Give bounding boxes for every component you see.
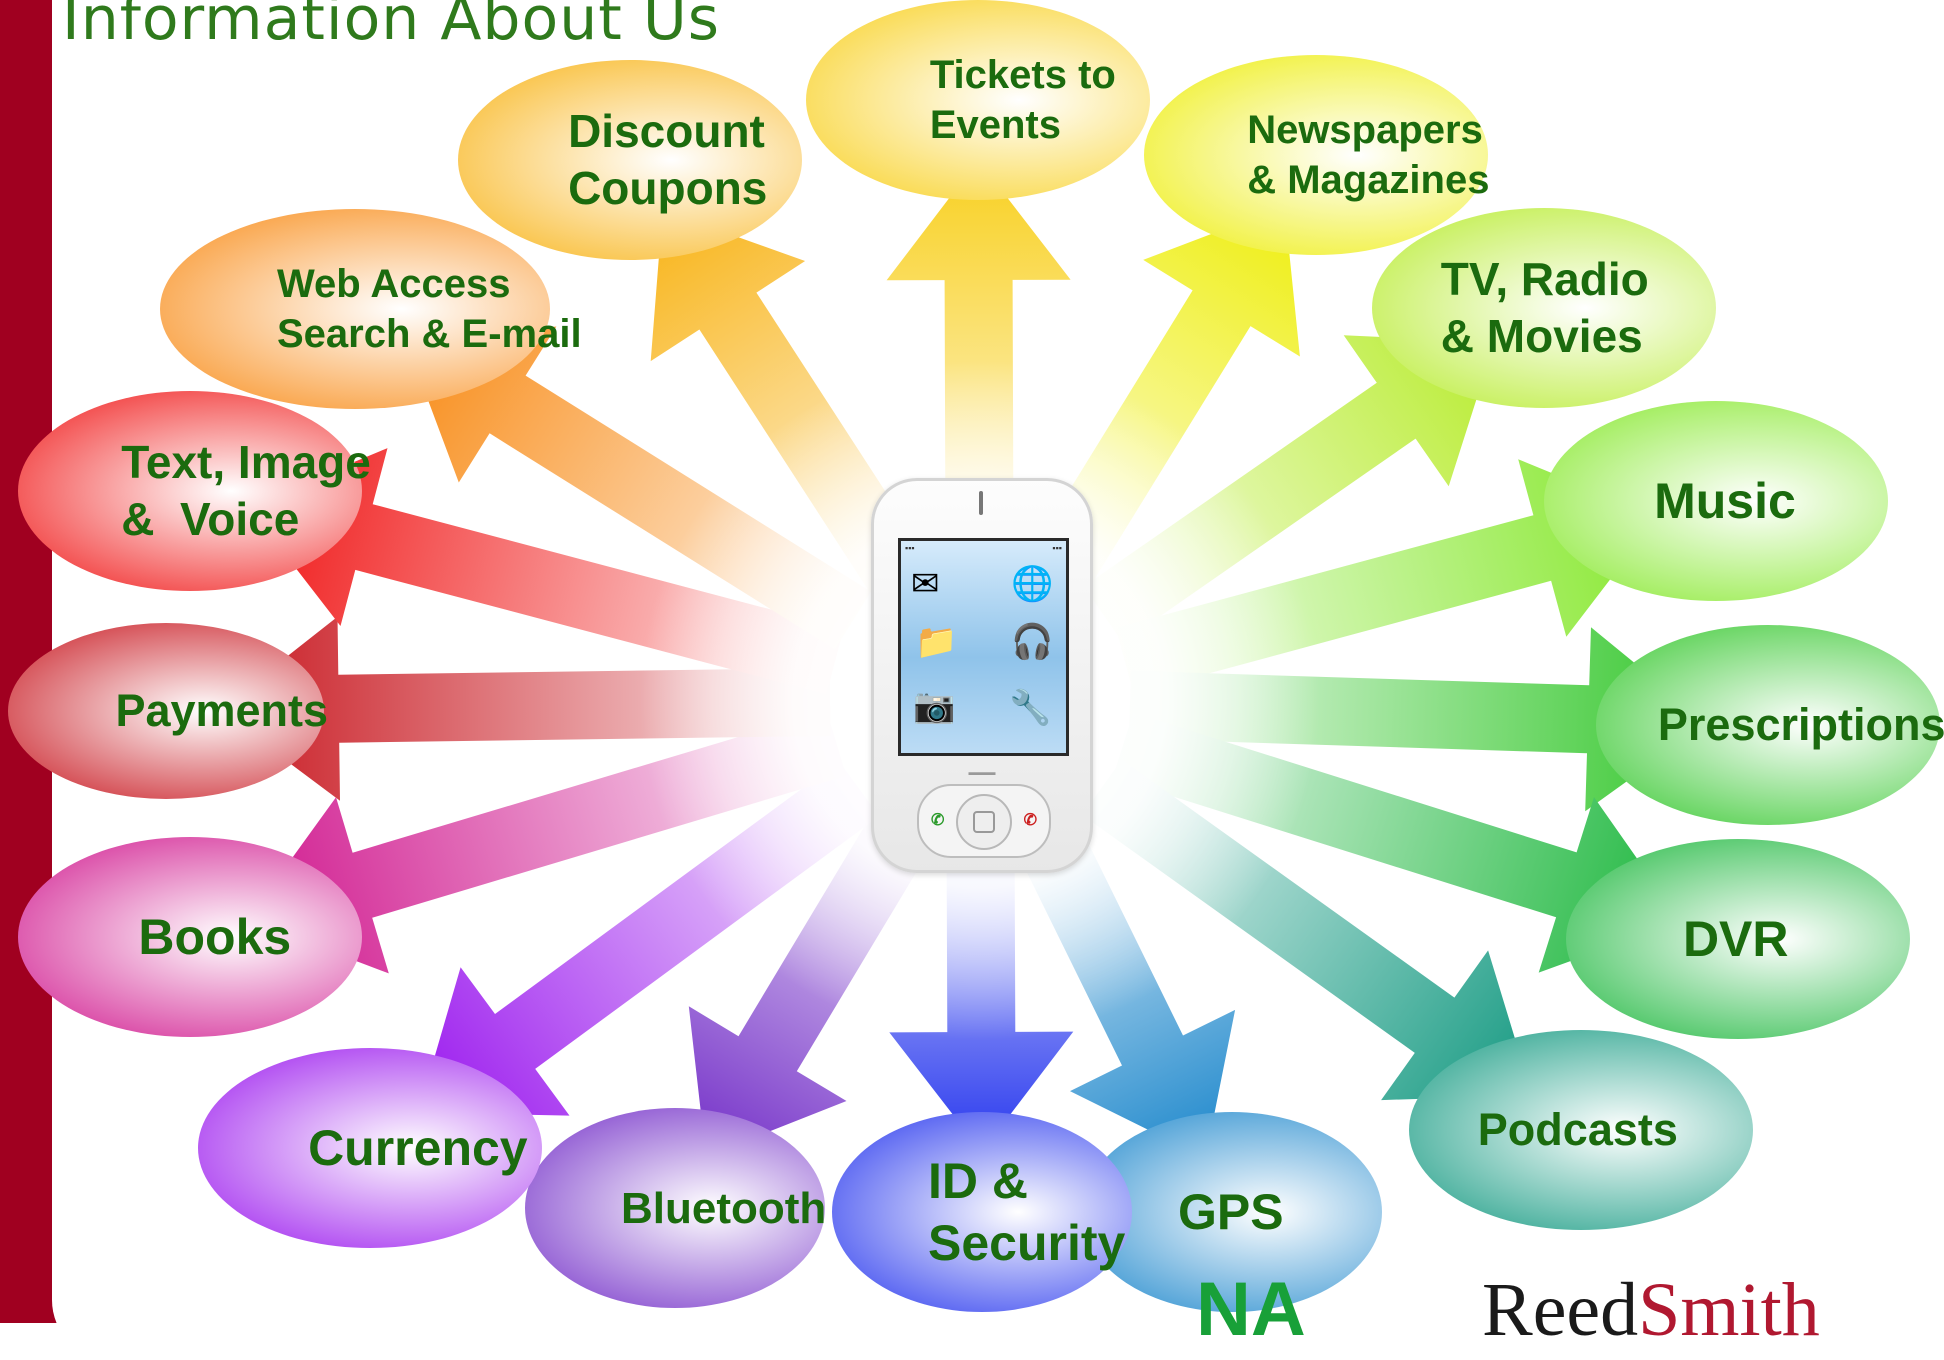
feature-bubble[interactable]: Podcasts [1409,1030,1753,1230]
bubble-label: Music [1654,472,1796,529]
bubble-label: Text, Image & Voice [121,435,371,546]
feature-bubble[interactable]: ID & Security [832,1112,1132,1312]
feature-bubble[interactable]: TV, Radio & Movies [1372,208,1716,408]
bubble-label: Prescriptions [1657,698,1944,750]
feature-bubble[interactable]: GPS [1082,1112,1382,1312]
phone-earpiece [979,491,983,515]
reed-smith-logo-part1: Reed [1482,1268,1639,1352]
phone-keypad: ✆ ✆ [917,784,1051,858]
feature-bubble[interactable]: Prescriptions [1596,625,1944,825]
page-title: Information About Us [62,0,721,54]
bubble-label: Web Access Search & E-mail [277,262,582,356]
bubble-label: Tickets to Events [929,53,1116,147]
feature-bubble[interactable]: Newspapers & Magazines [1144,55,1490,255]
feature-bubble[interactable]: Tickets to Events [806,0,1150,200]
bubble-label: GPS [1178,1183,1284,1240]
feature-bubble[interactable]: Web Access Search & E-mail [160,209,582,409]
bubble-label: Bluetooth [621,1183,827,1233]
globe-icon: 🌐 [1011,565,1054,603]
feature-bubble[interactable]: Currency [198,1048,542,1248]
bubble-label: TV, Radio & Movies [1440,252,1649,363]
bubble-label: ID & Security [928,1152,1126,1272]
phone-status-bar: ▪▪▪▪▪▪ [905,543,1062,553]
feature-bubble[interactable]: Music [1544,401,1888,601]
feature-bubble[interactable]: DVR [1566,839,1910,1039]
arrow-0 [886,160,1071,551]
folder-icon: 📁 [915,623,958,661]
arrow-12 [218,616,831,801]
feature-bubble[interactable]: Text, Image & Voice [18,391,371,591]
end-call-icon: ✆ [1023,812,1037,829]
headset-icon: 🎧 [1011,623,1054,661]
bubble-label: Discount Coupons [568,104,768,215]
arrow-4 [1128,627,1708,812]
reed-smith-logo-part2: Smith [1638,1268,1820,1352]
feature-bubble[interactable]: Payments [8,623,328,799]
phone-brand-mark: ▬▬▬ [968,767,996,777]
reed-smith-logo: ReedSmith [1482,1272,1820,1348]
bubble-label: Books [138,908,292,965]
bubble-label: Podcasts [1477,1103,1678,1155]
bubble-label: DVR [1682,910,1789,967]
camera-icon: 📷 [913,687,956,725]
dpad-center [973,811,995,833]
bubble-label: Currency [308,1119,528,1176]
feature-bubble[interactable]: Books [18,837,362,1037]
dpad-icon [956,794,1012,850]
call-icon: ✆ [931,812,945,829]
phone-icon: ▪▪▪▪▪▪ ✉ 🌐 📁 🎧 📷 🔧 ▬▬▬ ✆ ✆ [871,478,1093,873]
feature-bubble[interactable]: Discount Coupons [458,60,802,260]
phone-screen: ▪▪▪▪▪▪ ✉ 🌐 📁 🎧 📷 🔧 [898,538,1069,756]
partner-logo-text: NA [1196,1267,1306,1352]
bubble-label: Newspapers & Magazines [1247,108,1490,202]
envelope-icon: ✉ [911,565,940,603]
tools-icon: 🔧 [1009,689,1052,727]
feature-bubble[interactable]: Bluetooth [525,1108,827,1308]
bubble-label: Payments [115,684,329,736]
partner-logo-fragment: NA [1196,1272,1306,1348]
